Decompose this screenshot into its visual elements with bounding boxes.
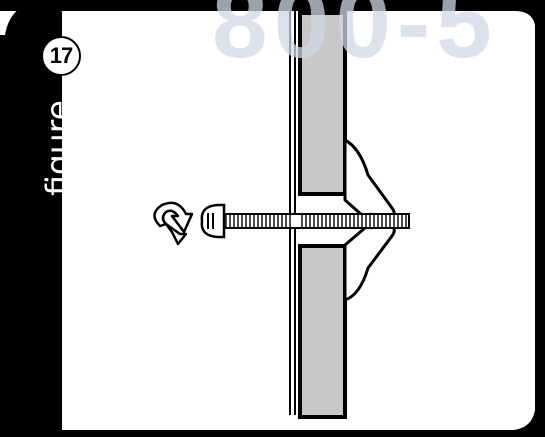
screw-head-icon [200,203,226,239]
figure-label: figure [38,100,78,196]
wall-section [289,9,347,419]
figure-number-badge: 17 [41,36,81,76]
bolt-shaft [221,213,410,229]
rotate-arrow-icon [153,201,194,246]
